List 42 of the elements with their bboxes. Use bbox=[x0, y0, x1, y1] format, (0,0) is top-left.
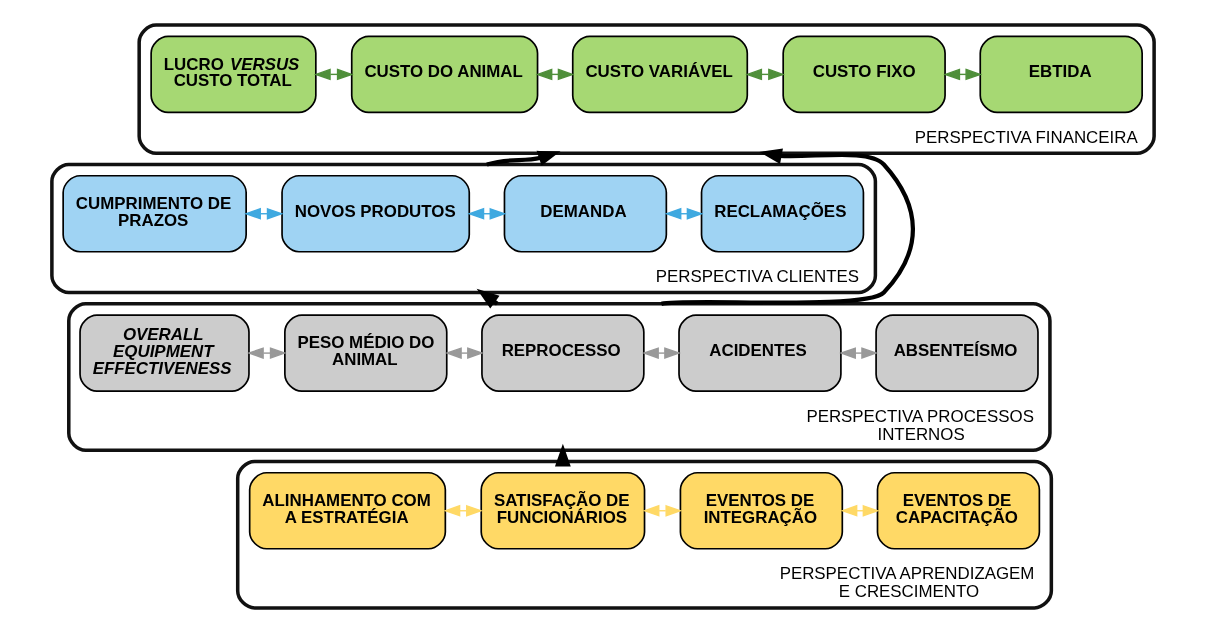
arrow bbox=[641, 347, 681, 360]
node-box: EVENTOS DE CAPACITAÇÃO bbox=[876, 471, 1040, 550]
arrow bbox=[554, 443, 571, 467]
cluster bbox=[136, 23, 1156, 155]
arrow bbox=[313, 68, 354, 81]
node-box: EVENTOS DE INTEGRAÇÃO bbox=[679, 471, 843, 550]
node-box: PESO MÉDIO DO ANIMAL bbox=[283, 314, 448, 392]
arrow bbox=[243, 207, 284, 220]
node-box: CUMPRIMENTO DE PRAZOS bbox=[61, 174, 247, 253]
node-box: DEMANDA bbox=[503, 174, 667, 253]
node-box: ABSENTEÍSMO bbox=[874, 314, 1039, 392]
arrow bbox=[660, 148, 915, 306]
arrow bbox=[744, 68, 785, 81]
node-label: PERSPECTIVA PROCESSOS INTERNOS bbox=[805, 406, 1034, 444]
cluster bbox=[66, 302, 1052, 452]
node-box: OVERALL EQUIPMENT EFFECTIVENESS bbox=[78, 314, 250, 392]
node-box: CUSTO FIXO bbox=[781, 35, 946, 114]
node-label: PERSPECTIVA CLIENTES bbox=[655, 267, 859, 287]
node-box: ALINHAMENTO COM A ESTRATÉGIA bbox=[248, 471, 446, 550]
arrow bbox=[839, 504, 880, 517]
node-box: LUCRO VERSUS CUSTO TOTAL bbox=[149, 35, 317, 114]
arrow bbox=[246, 347, 287, 360]
node-box: NOVOS PRODUTOS bbox=[280, 174, 470, 253]
node-box: CUSTO VARIÁVEL bbox=[571, 35, 748, 114]
node-box: RECLAMAÇÕES bbox=[700, 174, 864, 253]
node-box: REPROCESSO bbox=[480, 314, 645, 392]
node-box: EBTIDA bbox=[978, 35, 1143, 114]
arrow bbox=[642, 504, 682, 517]
arrow bbox=[485, 150, 560, 167]
node-label: PERSPECTIVA FINANCEIRA bbox=[914, 127, 1138, 147]
arrow bbox=[534, 68, 575, 81]
node-box: ACIDENTES bbox=[677, 314, 842, 392]
arrow bbox=[942, 68, 982, 81]
arrow bbox=[664, 207, 704, 220]
cluster bbox=[49, 162, 877, 295]
node-box: SATISFAÇÃO DE FUNCIONÁRIOS bbox=[479, 471, 645, 550]
arrow bbox=[466, 207, 506, 220]
node-label: PERSPECTIVA APRENDIZAGEM E CRESCIMENTO bbox=[779, 564, 1034, 602]
arrow bbox=[444, 347, 484, 360]
node-box: CUSTO DO ANIMAL bbox=[350, 35, 538, 114]
arrow bbox=[838, 347, 878, 360]
arrow bbox=[442, 504, 483, 517]
